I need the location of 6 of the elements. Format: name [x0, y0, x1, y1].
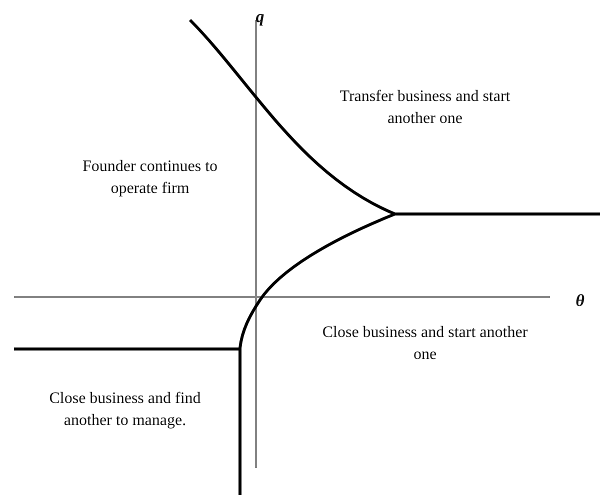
- region-label: Founder continues to operate firm: [81, 157, 219, 199]
- region-label: Close business and start another one: [321, 323, 529, 365]
- region-label: Close business and find another to manage.: [48, 389, 202, 431]
- region-label: Transfer business and start another one: [338, 87, 512, 129]
- axis-label: θ: [574, 290, 586, 312]
- axis-label: q: [254, 6, 266, 28]
